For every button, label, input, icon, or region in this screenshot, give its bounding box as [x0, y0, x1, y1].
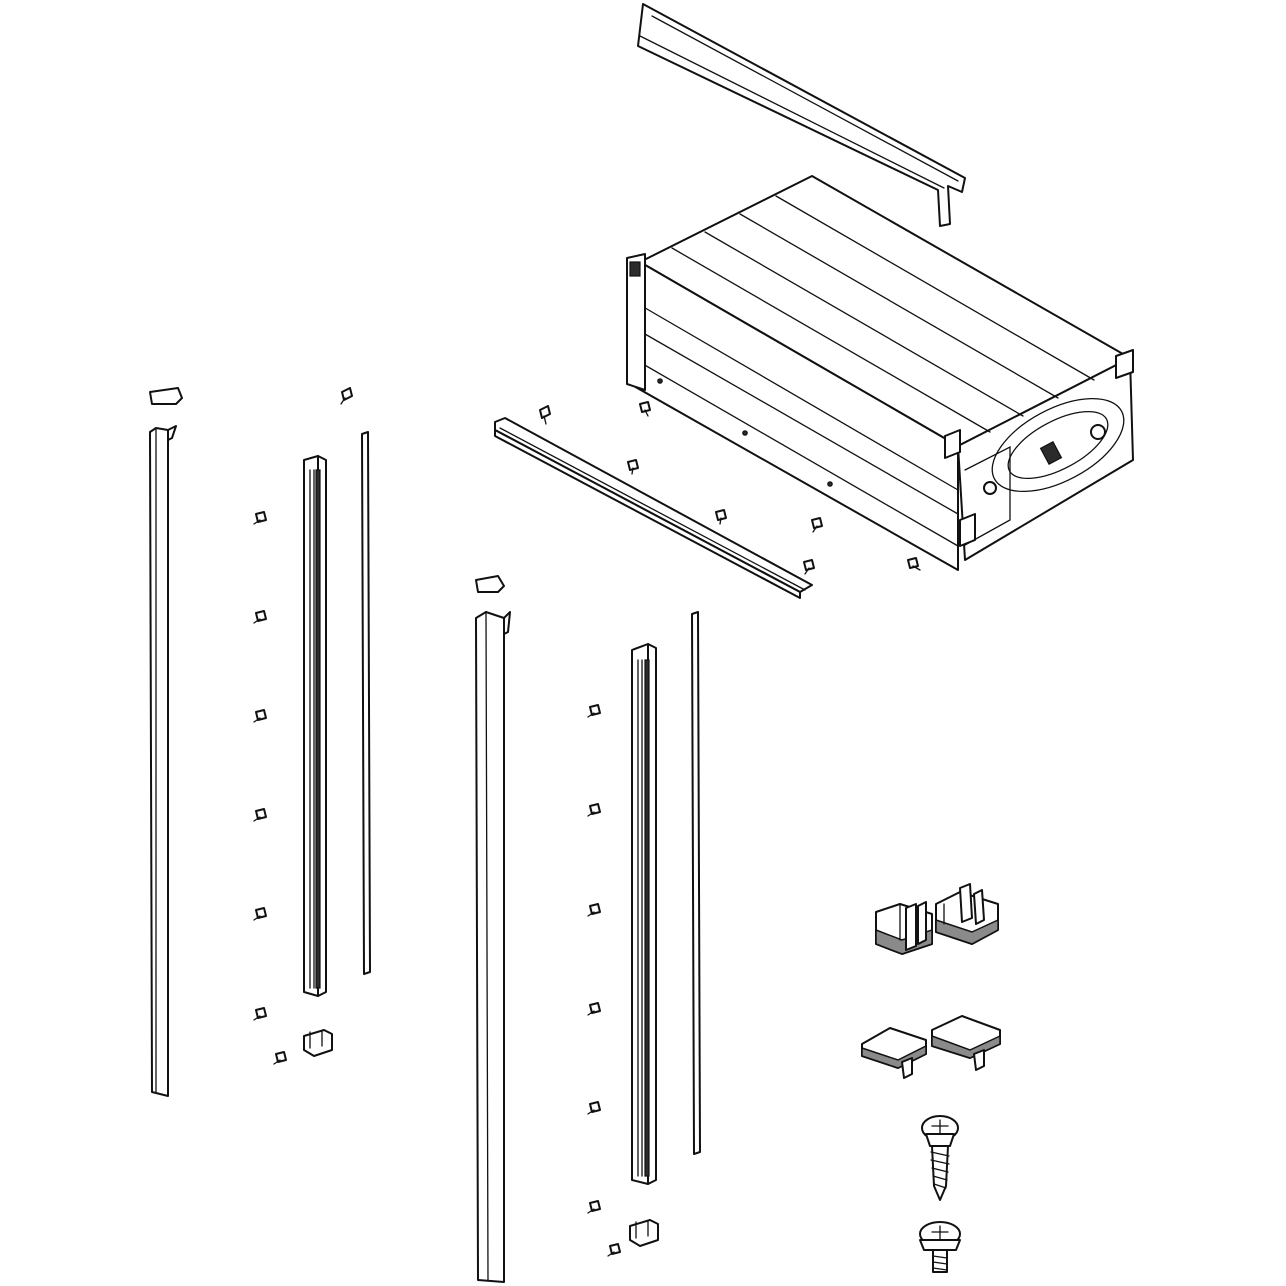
guide-rail-left [303, 455, 327, 997]
screw-icon [253, 709, 267, 723]
end-cap-right [935, 883, 999, 945]
brush-strip-left [361, 431, 371, 975]
brush-strip-right [691, 611, 701, 1155]
screw-icon [811, 517, 823, 533]
screw-icon [340, 387, 353, 405]
end-block-left [303, 1029, 333, 1057]
screw-icon [587, 1101, 601, 1115]
screws [253, 387, 921, 1257]
guide-channel-left [149, 387, 183, 1097]
guide-rail-right [631, 643, 657, 1185]
screw-icon [587, 1200, 601, 1214]
screw-icon [587, 1002, 601, 1016]
screw-icon [907, 557, 921, 571]
roller-shutter-box [626, 175, 1134, 571]
cap-plate-right [931, 1015, 1001, 1071]
screw-icon [587, 903, 601, 917]
screw-icon [273, 1051, 287, 1065]
screw-icon [715, 509, 727, 525]
cap-plate-left [861, 1027, 927, 1079]
screw-icon [253, 907, 267, 921]
tapping-screw [921, 1115, 959, 1201]
screw-icon [639, 401, 651, 417]
screw-icon [627, 459, 639, 475]
bottom-rail [494, 417, 813, 599]
machine-screw [919, 1221, 961, 1273]
guide-channel-right [475, 575, 511, 1283]
screw-icon [607, 1243, 621, 1257]
screw-icon [253, 511, 267, 525]
cap-plates [861, 1015, 1001, 1079]
screw-icon [539, 405, 551, 425]
screw-icon [253, 1007, 267, 1021]
end-block-right [629, 1219, 659, 1247]
end-cap-left [875, 901, 933, 955]
screw-icon [587, 704, 601, 718]
screw-icon [253, 808, 267, 822]
screw-icon [253, 610, 267, 624]
screw-icon [587, 803, 601, 817]
end-caps [875, 883, 999, 955]
screw-icon [803, 559, 815, 575]
top-cover-profile [637, 3, 966, 227]
